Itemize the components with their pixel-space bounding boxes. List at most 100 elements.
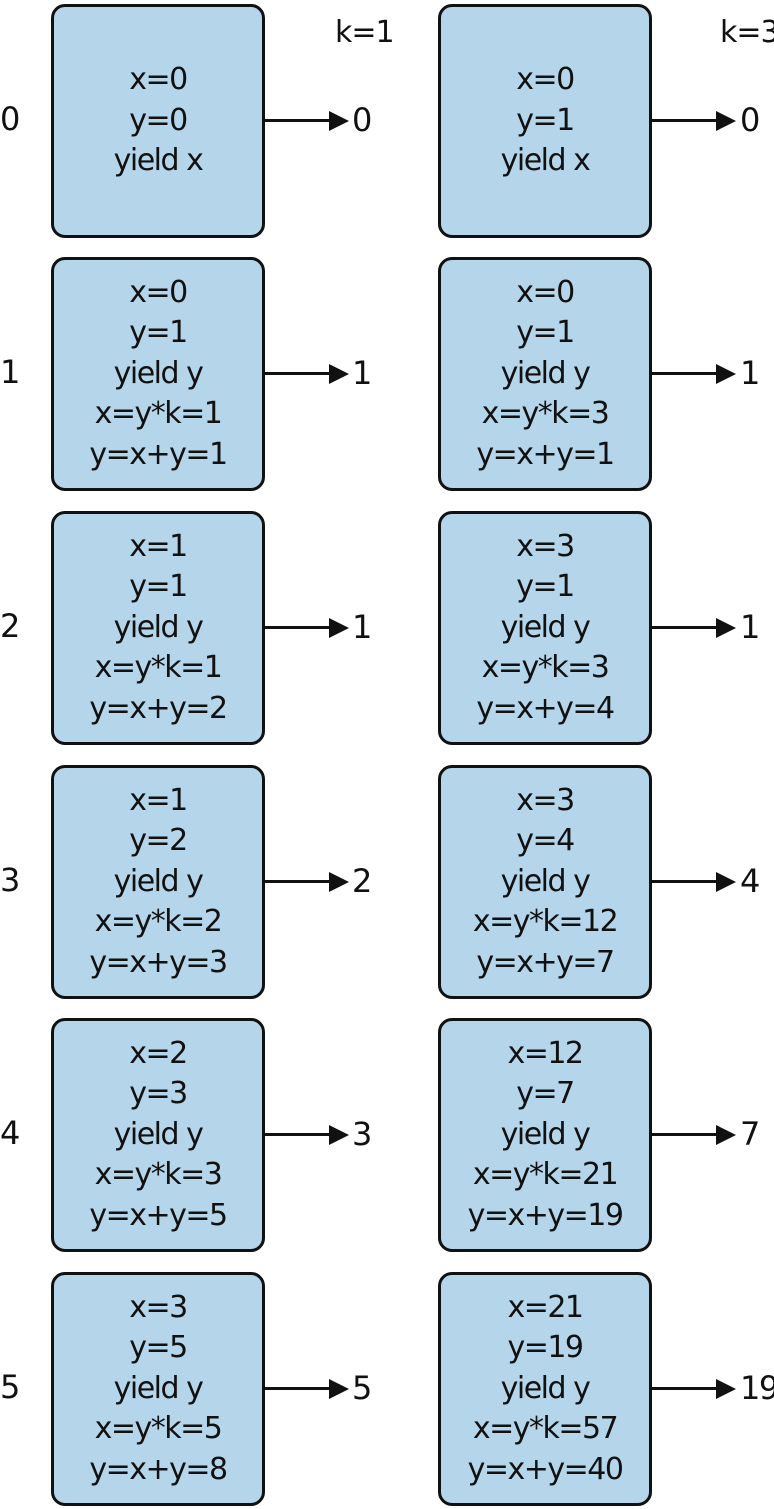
arrow-shaft xyxy=(652,119,718,122)
state-line: yield y xyxy=(500,863,591,899)
state-line: x=3 xyxy=(129,1289,188,1325)
state-line: y=0 xyxy=(129,102,188,138)
state-line: x=0 xyxy=(516,274,575,310)
state-line: y=1 xyxy=(516,102,575,138)
arrow-icon xyxy=(265,364,349,384)
arrow-icon xyxy=(652,618,736,638)
state-line: y=x+y=5 xyxy=(89,1197,228,1233)
state-line: x=12 xyxy=(507,1035,584,1071)
state-line: y=1 xyxy=(516,315,575,351)
state-box: x=3 y=1 yield y x=y*k=3 y=x+y=4 xyxy=(438,511,652,745)
yield-output: 1 xyxy=(352,608,372,646)
state-line: x=y*k=1 xyxy=(94,650,223,686)
yield-output: 2 xyxy=(352,862,372,900)
state-line: x=0 xyxy=(129,274,188,310)
arrow-icon xyxy=(652,872,736,892)
state-line: y=x+y=2 xyxy=(89,690,228,726)
state-line: yield y xyxy=(113,1116,204,1152)
arrow-head-icon xyxy=(716,364,736,384)
arrow-icon xyxy=(265,111,349,131)
state-line: y=2 xyxy=(129,823,188,859)
state-line: yield y xyxy=(500,355,591,391)
state-line: x=3 xyxy=(516,528,575,564)
arrow-shaft xyxy=(265,1387,331,1390)
state-line: y=5 xyxy=(129,1330,188,1366)
state-line: y=1 xyxy=(516,569,575,605)
state-line: x=1 xyxy=(129,782,188,818)
state-line: y=x+y=1 xyxy=(89,436,228,472)
state-line: y=7 xyxy=(516,1076,575,1112)
arrow-icon xyxy=(265,1379,349,1399)
arrow-shaft xyxy=(265,119,331,122)
arrow-shaft xyxy=(652,880,718,883)
state-line: x=2 xyxy=(129,1035,188,1071)
state-line: yield x xyxy=(113,143,204,179)
state-line: y=x+y=4 xyxy=(476,690,615,726)
state-box: x=1 y=2 yield y x=y*k=2 y=x+y=3 xyxy=(51,765,265,999)
column-label: k=1 xyxy=(335,15,395,50)
state-line: x=3 xyxy=(516,782,575,818)
arrow-shaft xyxy=(265,880,331,883)
arrow-head-icon xyxy=(716,1125,736,1145)
state-line: y=x+y=19 xyxy=(467,1197,624,1233)
arrow-shaft xyxy=(652,626,718,629)
arrow-icon xyxy=(265,1125,349,1145)
state-line: x=1 xyxy=(129,528,188,564)
arrow-head-icon xyxy=(716,872,736,892)
state-line: yield y xyxy=(500,1116,591,1152)
yield-output: 1 xyxy=(352,354,372,392)
state-line: x=y*k=2 xyxy=(94,904,223,940)
state-line: y=4 xyxy=(516,823,575,859)
column-label: k=3 xyxy=(720,15,774,50)
state-line: x=y*k=3 xyxy=(481,650,610,686)
arrow-icon xyxy=(265,618,349,638)
arrow-head-icon xyxy=(329,1379,349,1399)
state-line: x=y*k=3 xyxy=(481,396,610,432)
arrow-head-icon xyxy=(716,111,736,131)
state-line: yield y xyxy=(500,1370,591,1406)
yield-output: 0 xyxy=(740,101,760,139)
arrow-head-icon xyxy=(329,618,349,638)
state-line: y=1 xyxy=(129,569,188,605)
state-line: y=x+y=40 xyxy=(467,1451,624,1487)
step-label: 2 xyxy=(0,607,20,645)
arrow-shaft xyxy=(265,372,331,375)
state-line: x=y*k=5 xyxy=(94,1411,223,1447)
yield-output: 0 xyxy=(352,101,372,139)
yield-output: 19 xyxy=(740,1369,774,1407)
arrow-icon xyxy=(265,872,349,892)
state-line: x=0 xyxy=(516,62,575,98)
yield-output: 7 xyxy=(740,1115,760,1153)
state-line: yield y xyxy=(113,863,204,899)
state-line: y=x+y=7 xyxy=(476,944,615,980)
arrow-icon xyxy=(652,1125,736,1145)
yield-output: 4 xyxy=(740,862,760,900)
state-box: x=0 y=1 yield x xyxy=(438,4,652,238)
yield-output: 1 xyxy=(740,608,760,646)
state-line: x=21 xyxy=(507,1289,584,1325)
arrow-head-icon xyxy=(329,111,349,131)
state-line: y=x+y=3 xyxy=(89,944,228,980)
yield-output: 3 xyxy=(352,1115,372,1153)
state-line: yield y xyxy=(113,609,204,645)
arrow-shaft xyxy=(265,626,331,629)
state-line: yield y xyxy=(113,355,204,391)
state-line: x=y*k=1 xyxy=(94,396,223,432)
arrow-shaft xyxy=(652,1387,718,1390)
step-label: 3 xyxy=(0,861,20,899)
yield-output: 5 xyxy=(352,1369,372,1407)
state-box: x=1 y=1 yield y x=y*k=1 y=x+y=2 xyxy=(51,511,265,745)
arrow-head-icon xyxy=(329,872,349,892)
step-label: 5 xyxy=(0,1368,20,1406)
state-line: yield y xyxy=(500,609,591,645)
arrow-head-icon xyxy=(329,1125,349,1145)
arrow-head-icon xyxy=(716,618,736,638)
state-line: yield x xyxy=(500,143,591,179)
